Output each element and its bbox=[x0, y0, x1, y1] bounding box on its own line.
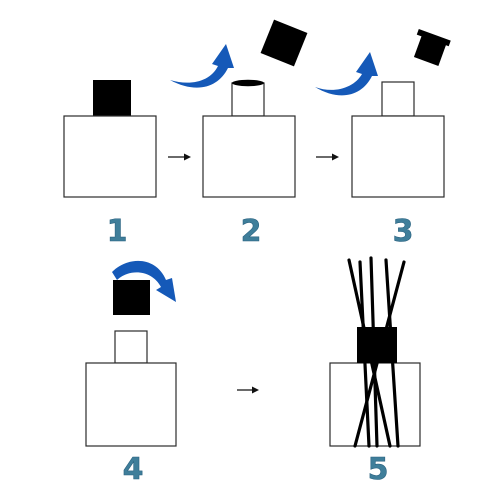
step-4: 4 bbox=[85, 260, 177, 487]
arrow-right-3 bbox=[237, 386, 259, 394]
cap bbox=[93, 80, 131, 116]
bottle bbox=[85, 362, 177, 447]
step-number-5: 5 bbox=[368, 452, 389, 487]
step-5: 5 bbox=[329, 256, 421, 487]
step-number-3: 3 bbox=[393, 214, 414, 249]
stopper-plug bbox=[413, 29, 451, 66]
curved-arrow-icon bbox=[315, 52, 378, 96]
step-number-1: 1 bbox=[107, 214, 128, 249]
bottle bbox=[202, 115, 296, 198]
bottle bbox=[63, 115, 157, 198]
step-3: 3 bbox=[315, 29, 451, 249]
curved-arrow-icon bbox=[170, 44, 234, 88]
step-number-4: 4 bbox=[123, 452, 144, 487]
arrow-right-1 bbox=[168, 153, 191, 161]
step-2: 2 bbox=[170, 19, 308, 249]
neck bbox=[231, 82, 265, 117]
cap bbox=[113, 280, 150, 315]
removed-cap bbox=[260, 19, 308, 67]
step-1: 1 bbox=[63, 80, 157, 249]
arrow-right-2 bbox=[316, 153, 339, 161]
curved-arrow-icon bbox=[112, 260, 176, 302]
neck-opening bbox=[232, 79, 264, 87]
bottle bbox=[351, 115, 445, 198]
step-number-2: 2 bbox=[241, 214, 262, 249]
neck bbox=[381, 81, 415, 117]
neck bbox=[114, 330, 148, 364]
cap-with-reeds bbox=[357, 327, 397, 363]
